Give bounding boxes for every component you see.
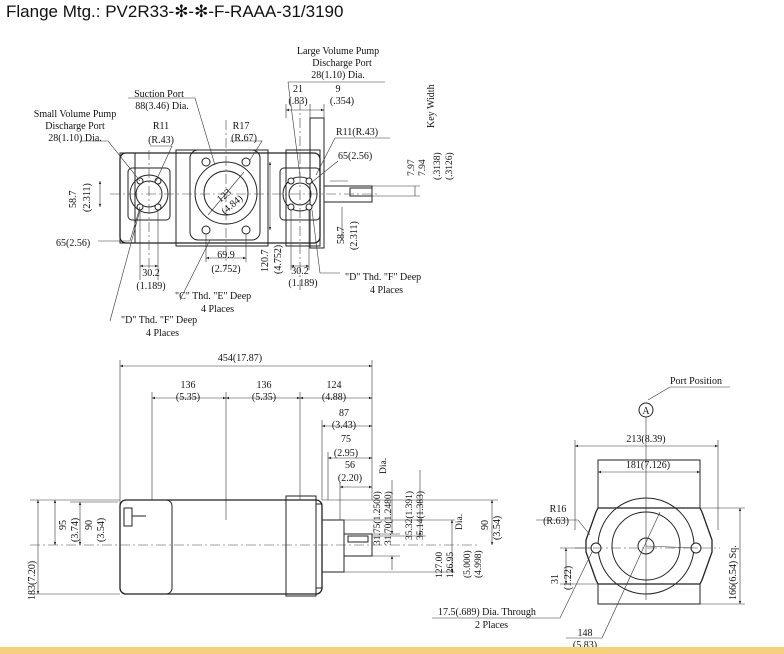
- holes-label-1: 17.5(.689) Dia. Through: [438, 607, 536, 618]
- dim-181: 181(7.126): [626, 460, 670, 471]
- dim-302-left-in: (1.189): [136, 281, 165, 292]
- dim-183: 183(7.20): [27, 561, 38, 600]
- dim-95: 95: [58, 520, 69, 530]
- dim-65-left: 65(2.56): [56, 238, 90, 249]
- port-position-label: Port Position: [670, 376, 722, 387]
- d-thread-left-1: "D" Thd. "F" Deep: [121, 315, 197, 326]
- large-pump-label-3: 28(1.10) Dia.: [311, 70, 365, 81]
- dim-302-right: 30.2: [291, 266, 309, 277]
- key-3126: (.3126): [444, 152, 455, 180]
- dim-124-in: (4.88): [322, 392, 346, 403]
- small-pump-label-1: Small Volume Pump: [34, 109, 116, 120]
- dim-r11-right: R11(R.43): [336, 127, 378, 138]
- holes-label-2: 2 Places: [475, 620, 508, 631]
- key-width-label: Key Width: [426, 84, 437, 128]
- large-pump-label-1: Large Volume Pump: [297, 46, 379, 57]
- dim-75: 75: [341, 434, 351, 445]
- dim-90-right-in: (3.54): [492, 516, 503, 540]
- d-thread-right-1: "D" Thd. "F" Deep: [345, 272, 421, 283]
- dim-148-in: (5.83): [573, 640, 597, 651]
- dim-136-right-in: (5.35): [252, 392, 276, 403]
- key-depth-1: 35.32(1.391): [404, 491, 415, 540]
- d-thread-right-2: 4 Places: [370, 285, 403, 296]
- pilot-dia-4: (4.998): [473, 550, 484, 578]
- dim-56-in: (2.20): [338, 473, 362, 484]
- dim-587-right-in: (2.311): [349, 221, 360, 250]
- side-view-labels: 454(17.87) 136 (5.35) 136 (5.35) 124 (4.…: [27, 353, 503, 600]
- dim-87-in: (3.43): [332, 420, 356, 431]
- dim-95-in: (3.74): [70, 518, 81, 542]
- dim-31-in: (1.22): [563, 566, 574, 590]
- dim-454: 454(17.87): [218, 353, 262, 364]
- small-pump-label-2: Discharge Port: [45, 121, 105, 132]
- dim-56: 56: [345, 460, 355, 471]
- dim-1207: 120.7: [260, 250, 271, 273]
- top-view-labels: Large Volume Pump Discharge Port 28(1.10…: [34, 46, 455, 339]
- dim-124: 124: [327, 380, 342, 391]
- suction-port-label-1: Suction Port: [134, 89, 184, 100]
- dim-r16-in: (R.63): [543, 516, 569, 527]
- small-pump-label-3: 28(1.10) Dia.: [48, 133, 102, 144]
- end-view: [432, 386, 745, 639]
- large-pump-label-2: Discharge Port: [312, 58, 372, 69]
- c-thread-2: 4 Places: [201, 304, 234, 315]
- dim-90: 90: [84, 520, 95, 530]
- dim-302-right-in: (1.189): [288, 278, 317, 289]
- pilot-dia-3: (5.000): [462, 550, 473, 578]
- dim-302-left: 30.2: [142, 268, 160, 279]
- pump-body-side: [119, 499, 323, 595]
- dim-21: 21: [293, 84, 303, 95]
- key-794: 7.94: [418, 159, 428, 176]
- top-view: [80, 81, 420, 322]
- dim-9-in: (.354): [330, 96, 354, 107]
- dim-587-right: 58.7: [336, 227, 347, 245]
- dim-r16: R16: [550, 504, 567, 515]
- pilot-dia-label: Dia.: [455, 514, 465, 530]
- dim-148: 148: [578, 628, 593, 639]
- key-797: 7.97: [407, 159, 417, 176]
- dim-9: 9: [336, 84, 341, 95]
- suction-port-label-2: 88(3.46) Dia.: [135, 101, 189, 112]
- dim-587-left: 58.7: [68, 191, 79, 209]
- end-view-labels: Port Position A 213(8.39) 181(7.126) R16…: [438, 376, 739, 651]
- dim-r17: R17: [233, 121, 250, 132]
- dim-699-in: (2.752): [211, 264, 240, 275]
- dim-136-left: 136: [181, 380, 196, 391]
- key-depth-2: 35.14(1.383): [415, 491, 426, 540]
- dim-r11: R11: [153, 121, 169, 132]
- dim-21-in: (.83): [288, 96, 307, 107]
- dim-31: 31: [550, 574, 561, 584]
- dim-65-right: 65(2.56): [338, 151, 372, 162]
- dim-90-in: (3.54): [96, 518, 107, 542]
- dim-87: 87: [339, 408, 349, 419]
- shaft-dia-1: 31.75(1.2500): [372, 491, 383, 545]
- dim-166-sq: 166(6.54) Sq.: [728, 545, 739, 600]
- shaft-dia-label: Dia.: [379, 458, 389, 474]
- side-view: [30, 360, 498, 597]
- pilot-dia-2: 126.95: [446, 552, 456, 578]
- c-thread-1: "C" Thd. "E" Deep: [175, 291, 251, 302]
- pilot-dia-1: 127.00: [435, 552, 445, 578]
- dim-213: 213(8.39): [626, 434, 665, 445]
- dim-1207-in: (4.752): [273, 245, 284, 274]
- page-title: Flange Mtg.: PV2R33-✻-✻-F-RAAA-31/3190: [6, 2, 344, 21]
- footer-bar: [0, 647, 784, 654]
- dim-90-right: 90: [480, 520, 491, 530]
- dim-r17-in: (R.67): [231, 133, 257, 144]
- shaft-dia-2: 31.70(1.2480): [383, 491, 394, 545]
- dim-136-right: 136: [257, 380, 272, 391]
- dim-75-in: (2.95): [334, 448, 358, 459]
- key-3138: (.3138): [432, 152, 443, 180]
- port-marker-letter: A: [642, 406, 650, 417]
- dim-r11-in: (R.43): [148, 135, 174, 146]
- d-thread-left-2: 4 Places: [146, 328, 179, 339]
- dim-587-left-in: (2.311): [82, 183, 93, 212]
- dim-699: 69.9: [217, 250, 235, 261]
- dim-136-left-in: (5.35): [176, 392, 200, 403]
